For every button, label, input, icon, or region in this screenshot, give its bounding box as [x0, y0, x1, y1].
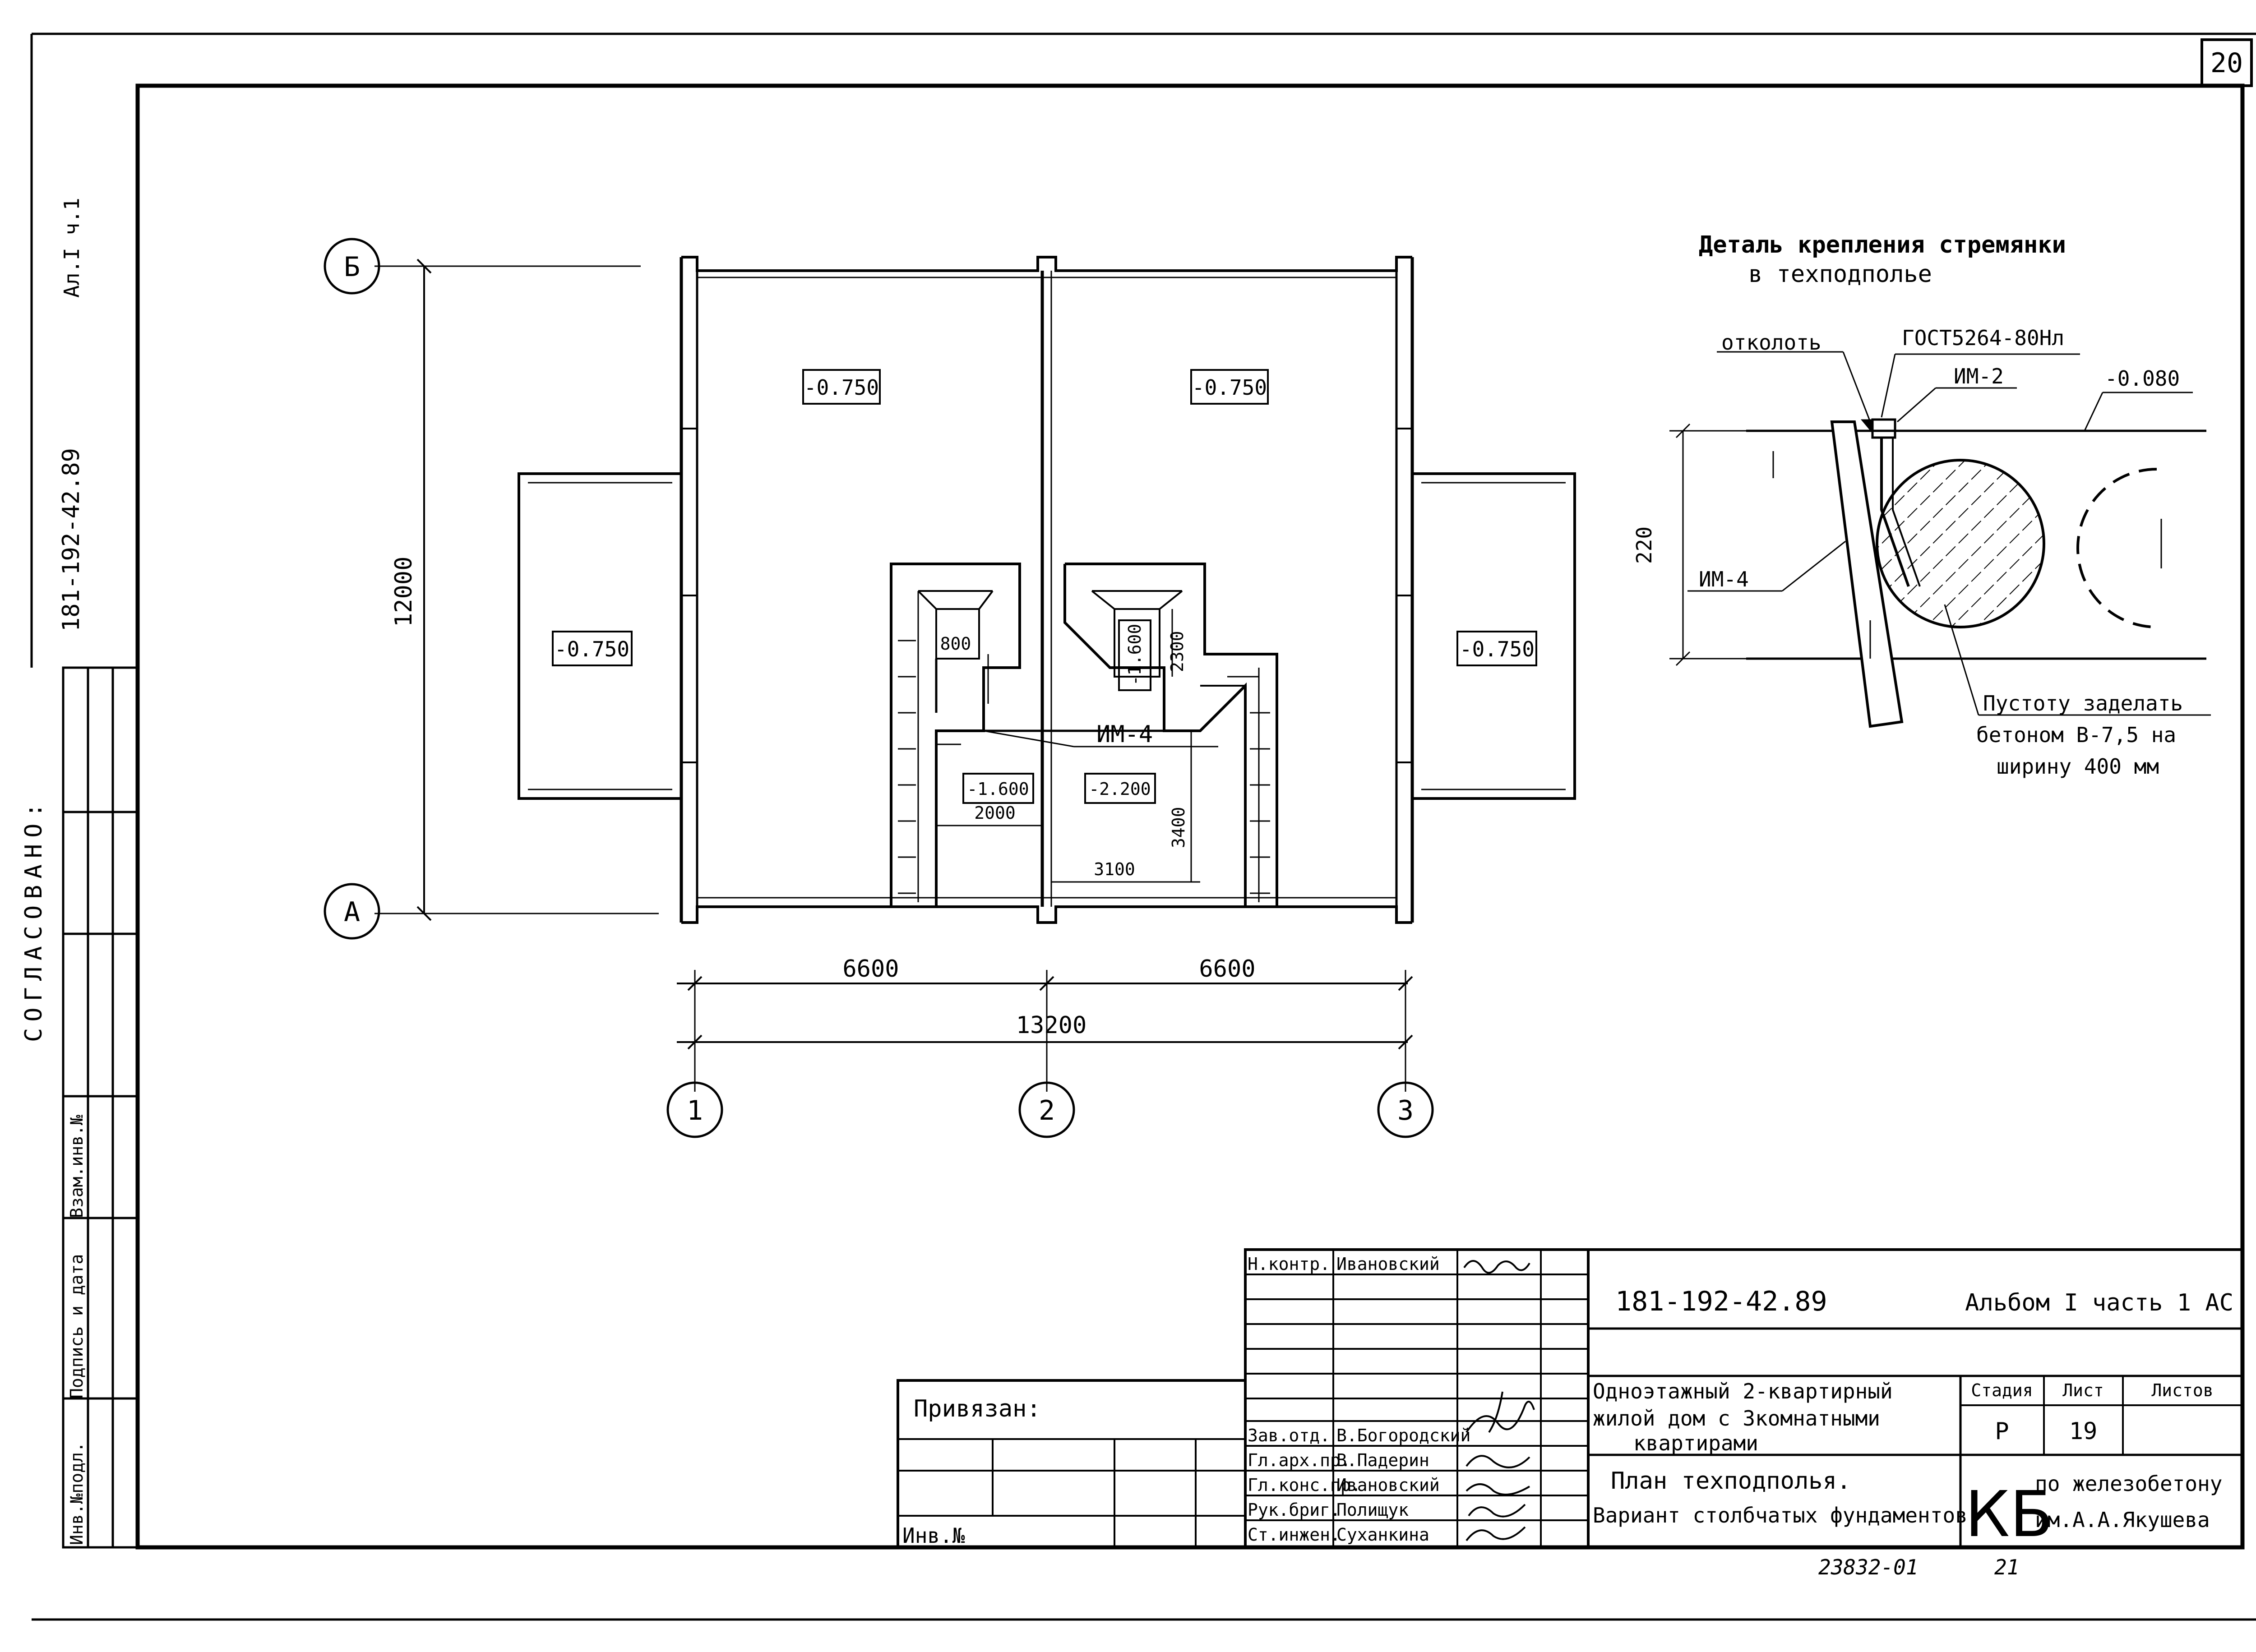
- dim-2300: 2300: [1167, 631, 1187, 672]
- axis-3: 3: [1397, 1095, 1414, 1126]
- album: Альбом I часть 1 АС: [1965, 1289, 2233, 1316]
- label-gost: ГОСТ5264-80Нл: [1902, 326, 2064, 350]
- detail-title-2: в техподполье: [1748, 261, 1932, 288]
- drawing-title-1: План техподполья.: [1611, 1467, 1851, 1495]
- side-field-inv: Инв.№подл.: [67, 1442, 87, 1545]
- dim-800: 800: [940, 634, 971, 654]
- level-pit-left: -1.600: [967, 779, 1029, 799]
- drawing-title-2: Вариант столбчатых фундаментов: [1593, 1503, 1968, 1527]
- stage-header: Стадия: [1971, 1380, 2033, 1400]
- detail-title-1: Деталь крепления стремянки: [1699, 231, 2066, 258]
- doc-code: 181-192-42.89: [1615, 1286, 1827, 1317]
- ladder-mark: ИМ-4: [1096, 721, 1153, 748]
- name-5: Суханкина: [1336, 1525, 1429, 1545]
- org-logo: КБ: [1965, 1478, 2053, 1551]
- corner-album: Ал.I ч.1: [60, 198, 84, 298]
- level-porch-left: -0.750: [555, 637, 629, 661]
- sheet-number: 20: [2210, 47, 2243, 79]
- axis-b: Б: [344, 251, 360, 283]
- ladder-detail: [1669, 351, 2211, 728]
- inv-label: Инв.№: [902, 1523, 965, 1548]
- role-2: Гл.арх.пр.: [1248, 1450, 1351, 1470]
- level-room-right: -0.750: [1192, 375, 1267, 400]
- label-220: 220: [1632, 526, 1656, 564]
- note-3: ширину 400 мм: [1997, 754, 2159, 779]
- dim-3100: 3100: [1094, 859, 1135, 879]
- role-4: Рук.бриг.: [1248, 1500, 1341, 1520]
- axis-a: А: [344, 896, 360, 928]
- dim-13200: 13200: [1016, 1012, 1087, 1039]
- side-field-sign: Подпись и дата: [67, 1254, 87, 1398]
- level-pit-mid: -2.200: [1089, 779, 1151, 799]
- sheet-header: Лист: [2062, 1380, 2104, 1400]
- name-4: Полищук: [1336, 1500, 1409, 1520]
- org-line-1: по железобетону: [2035, 1472, 2222, 1496]
- level-room-left: -0.750: [804, 375, 879, 400]
- axis-2: 2: [1039, 1095, 1055, 1126]
- note-2: бетоном В-7,5 на: [1976, 723, 2176, 747]
- org-line-2: им.А.А.Якушева: [2035, 1508, 2210, 1532]
- name-1: В.Богородский: [1336, 1426, 1470, 1445]
- dim-2000: 2000: [974, 803, 1016, 823]
- level-pit-top: -1.600: [1125, 624, 1145, 686]
- footer-num: 21: [1994, 1555, 2019, 1579]
- stage-value: Р: [1995, 1418, 2009, 1445]
- project-title-2: жилой дом с 3комнатными: [1593, 1406, 1880, 1431]
- name-3: Ивановский: [1336, 1475, 1440, 1495]
- role-5: Ст.инжен.: [1248, 1525, 1341, 1545]
- sheet-value: 19: [2069, 1418, 2098, 1445]
- role-1: Зав.отд.: [1248, 1426, 1330, 1445]
- dim-12000: 12000: [390, 556, 417, 627]
- level-porch-right: -0.750: [1460, 637, 1535, 661]
- label-chip: отколоть: [1721, 330, 1821, 355]
- corner-code: 181-192-42.89: [58, 448, 85, 632]
- bound-label: Привязан:: [914, 1395, 1041, 1422]
- label-im2: ИМ-2: [1954, 364, 2004, 388]
- role-3: Гл.конс.пр.: [1248, 1475, 1361, 1495]
- note-1: Пустоту заделать: [1983, 691, 2183, 715]
- agreed-label: СОГЛАСОВАНО:: [20, 797, 47, 1042]
- axis-1: 1: [687, 1095, 703, 1126]
- sheets-header: Листов: [2151, 1380, 2213, 1400]
- project-title-3: квартирами: [1633, 1431, 1758, 1455]
- name-0: Ивановский: [1336, 1254, 1440, 1274]
- footer-code: 23832-01: [1818, 1555, 1919, 1579]
- title-block: [897, 1248, 2244, 1549]
- side-strip: [62, 666, 139, 1549]
- foundation-plan: [324, 238, 1576, 1138]
- dim-6600-left: 6600: [842, 955, 899, 983]
- name-2: В.Падерин: [1336, 1450, 1429, 1470]
- label-im4: ИМ-4: [1699, 567, 1749, 591]
- project-title-1: Одноэтажный 2-квартирный: [1593, 1379, 1893, 1403]
- dim-3400: 3400: [1169, 807, 1188, 848]
- label-level: -0.080: [2105, 366, 2180, 391]
- dim-6600-right: 6600: [1199, 955, 1255, 983]
- role-0: Н.контр.: [1248, 1254, 1330, 1274]
- side-field-repl: Взам.инв.№: [67, 1115, 87, 1218]
